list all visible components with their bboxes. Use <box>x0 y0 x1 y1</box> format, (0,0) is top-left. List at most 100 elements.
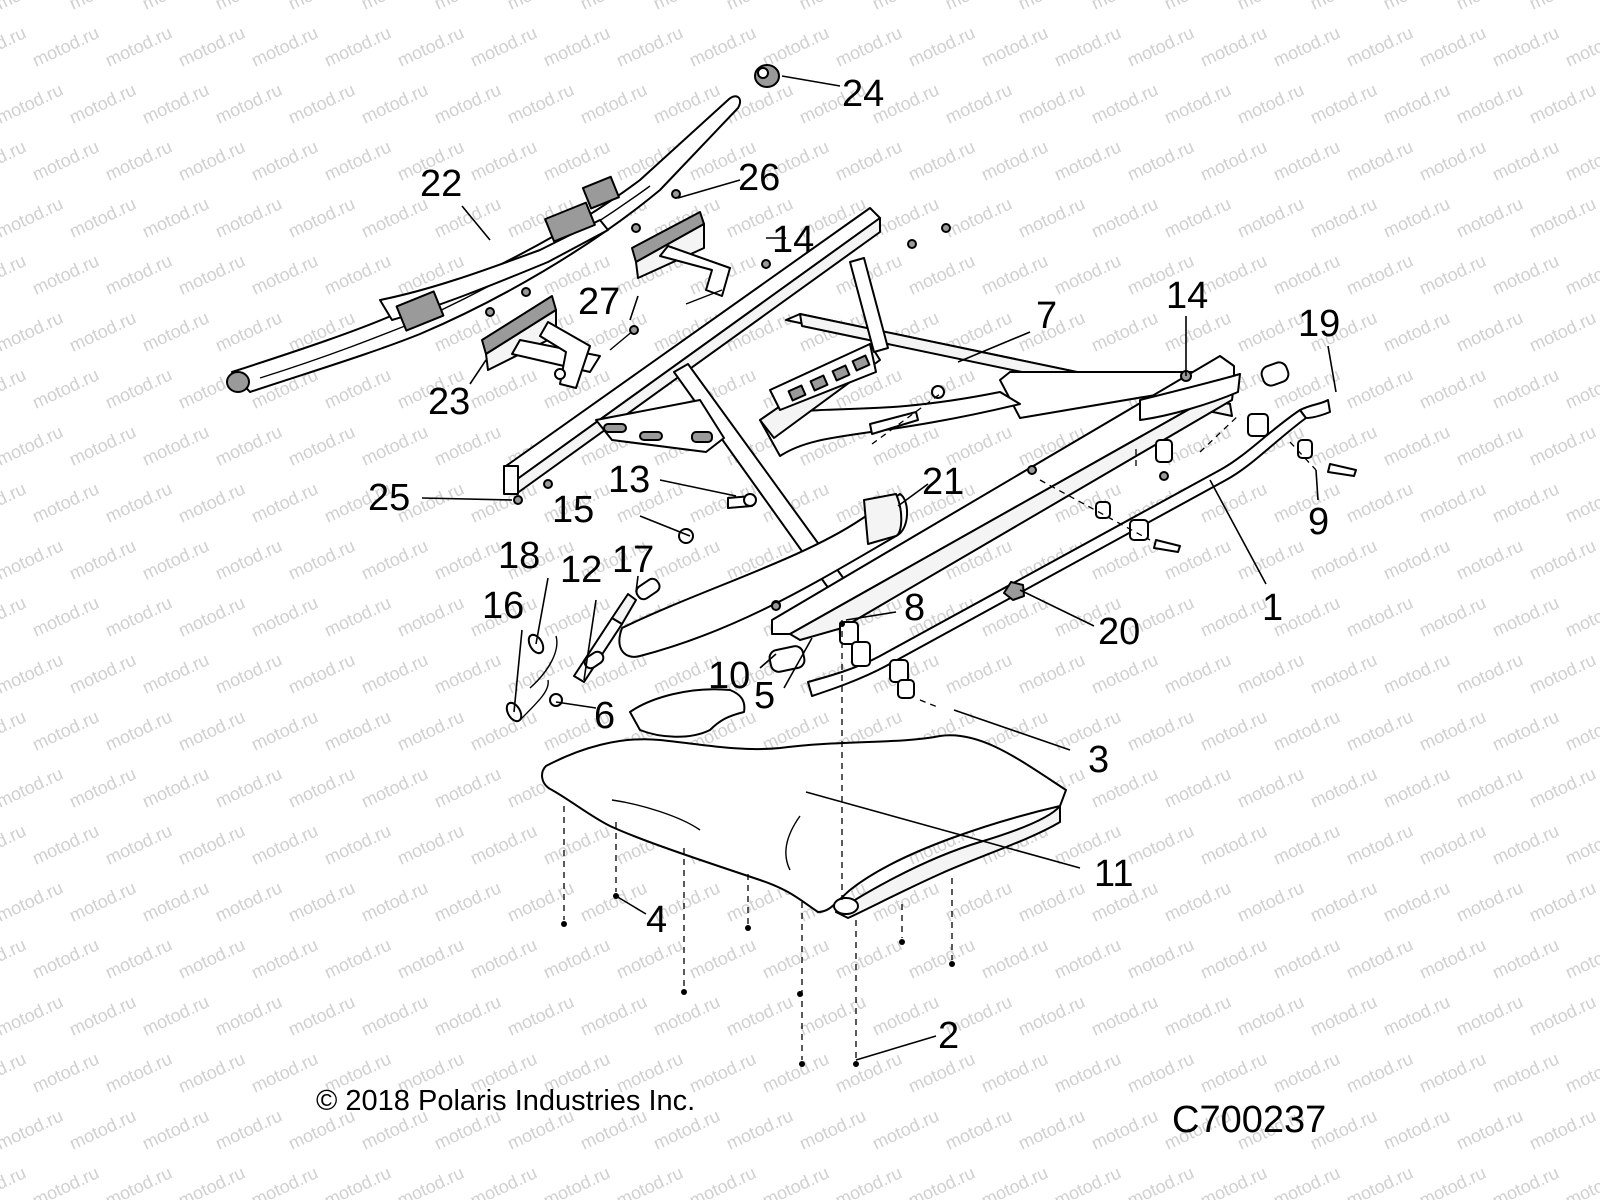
callout-20: 20 <box>1098 611 1140 653</box>
bumper-bracket-right <box>631 211 731 297</box>
watermark-text: motod.ru <box>1489 820 1562 868</box>
watermark-text: motod.ru <box>1380 535 1453 583</box>
watermark-text: motod.ru <box>1489 478 1562 526</box>
watermark-text: motod.ru <box>1416 250 1489 298</box>
watermark-text: motod.ru <box>66 649 139 697</box>
watermark-text: motod.ru <box>1270 706 1343 754</box>
watermark-text: motod.ru <box>942 0 1015 14</box>
watermark-text: motod.ru <box>759 22 832 70</box>
callout-9: 9 <box>1308 501 1329 543</box>
watermark-text: motod.ru <box>102 820 175 868</box>
watermark-text: motod.ru <box>1416 1162 1489 1200</box>
watermark-text: motod.ru <box>139 1105 212 1153</box>
watermark-text: motod.ru <box>285 991 358 1039</box>
watermark-text: motod.ru <box>1270 22 1343 70</box>
watermark-text: motod.ru <box>1015 1105 1088 1153</box>
watermark-text: motod.ru <box>175 478 248 526</box>
watermark-text: motod.ru <box>0 1105 66 1153</box>
watermark-text: motod.ru <box>1380 877 1453 925</box>
watermark-text: motod.ru <box>1453 79 1526 127</box>
watermark-text: motod.ru <box>1453 421 1526 469</box>
watermark-text: motod.ru <box>1489 934 1562 982</box>
watermark-text: motod.ru <box>175 22 248 70</box>
watermark-text: motod.ru <box>212 193 285 241</box>
watermark-text: motod.ru <box>29 250 102 298</box>
watermark-text: motod.ru <box>832 934 905 982</box>
watermark-text: motod.ru <box>1562 136 1600 184</box>
watermark-text: motod.ru <box>431 421 504 469</box>
watermark-text: motod.ru <box>212 877 285 925</box>
callout-16: 16 <box>482 585 524 627</box>
watermark-text: motod.ru <box>139 649 212 697</box>
watermark-text: motod.ru <box>1088 1105 1161 1153</box>
watermark-text: motod.ru <box>321 250 394 298</box>
watermark-text: motod.ru <box>0 820 29 868</box>
watermark-text: motod.ru <box>248 1048 321 1096</box>
watermark-text: motod.ru <box>248 136 321 184</box>
watermark-text: motod.ru <box>102 22 175 70</box>
callout-14-rear: 14 <box>1166 275 1208 317</box>
watermark-text: motod.ru <box>1343 478 1416 526</box>
watermark-text: motod.ru <box>0 136 29 184</box>
watermark-text: motod.ru <box>1526 421 1599 469</box>
callout-5: 5 <box>754 675 775 717</box>
watermark-text: motod.ru <box>321 1162 394 1200</box>
watermark-text: motod.ru <box>1380 193 1453 241</box>
watermark-text: motod.ru <box>321 136 394 184</box>
watermark-text: motod.ru <box>285 877 358 925</box>
watermark-text: motod.ru <box>394 592 467 640</box>
figure-code: C700237 <box>1172 1099 1326 1141</box>
watermark-text: motod.ru <box>1562 250 1600 298</box>
watermark-text: motod.ru <box>358 991 431 1039</box>
watermark-text: motod.ru <box>0 250 29 298</box>
watermark-text: motod.ru <box>1161 991 1234 1039</box>
watermark-text: motod.ru <box>29 136 102 184</box>
watermark-text: motod.ru <box>175 250 248 298</box>
callout-14-upper: 14 <box>772 219 814 261</box>
watermark-text: motod.ru <box>905 22 978 70</box>
watermark-text: motod.ru <box>1526 649 1599 697</box>
skid-bolts <box>561 393 1317 1067</box>
watermark-text: motod.ru <box>759 1162 832 1200</box>
watermark-text: motod.ru <box>1270 478 1343 526</box>
watermark-text: motod.ru <box>577 877 650 925</box>
watermark-text: motod.ru <box>467 1162 540 1200</box>
bumper-bolts <box>485 189 771 380</box>
watermark-text: motod.ru <box>139 79 212 127</box>
callout-12: 12 <box>560 549 602 591</box>
watermark-text: motod.ru <box>139 877 212 925</box>
watermark-text: motod.ru <box>102 364 175 412</box>
plug-cap-24 <box>754 64 780 88</box>
frame-main <box>503 207 1241 641</box>
watermark-text: motod.ru <box>1197 1048 1270 1096</box>
watermark-text: motod.ru <box>1343 1162 1416 1200</box>
watermark-text: motod.ru <box>1234 763 1307 811</box>
watermark-text: motod.ru <box>358 79 431 127</box>
watermark-text: motod.ru <box>1562 820 1600 868</box>
watermark-text: motod.ru <box>1124 706 1197 754</box>
watermark-text: motod.ru <box>66 991 139 1039</box>
watermark-text: motod.ru <box>1197 820 1270 868</box>
watermark-text: motod.ru <box>175 1048 248 1096</box>
watermark-text: motod.ru <box>796 991 869 1039</box>
watermark-text: motod.ru <box>1526 193 1599 241</box>
watermark-text: motod.ru <box>942 877 1015 925</box>
watermark-text: motod.ru <box>285 421 358 469</box>
plug-cap-left <box>226 371 250 393</box>
watermark-text: motod.ru <box>212 307 285 355</box>
watermark-text: motod.ru <box>650 991 723 1039</box>
watermark-text: motod.ru <box>139 193 212 241</box>
watermark-text: motod.ru <box>540 136 613 184</box>
watermark-text: motod.ru <box>285 649 358 697</box>
leader-lines <box>421 75 1337 1061</box>
watermark-text: motod.ru <box>0 22 29 70</box>
watermark-text: motod.ru <box>467 820 540 868</box>
watermark-text: motod.ru <box>905 250 978 298</box>
watermark-text: motod.ru <box>686 1162 759 1200</box>
watermark-text: motod.ru <box>1161 193 1234 241</box>
watermark-text: motod.ru <box>1088 991 1161 1039</box>
callout-24: 24 <box>842 73 884 115</box>
watermark-text: motod.ru <box>66 307 139 355</box>
watermark-text: motod.ru <box>1380 421 1453 469</box>
watermark-text: motod.ru <box>1416 22 1489 70</box>
